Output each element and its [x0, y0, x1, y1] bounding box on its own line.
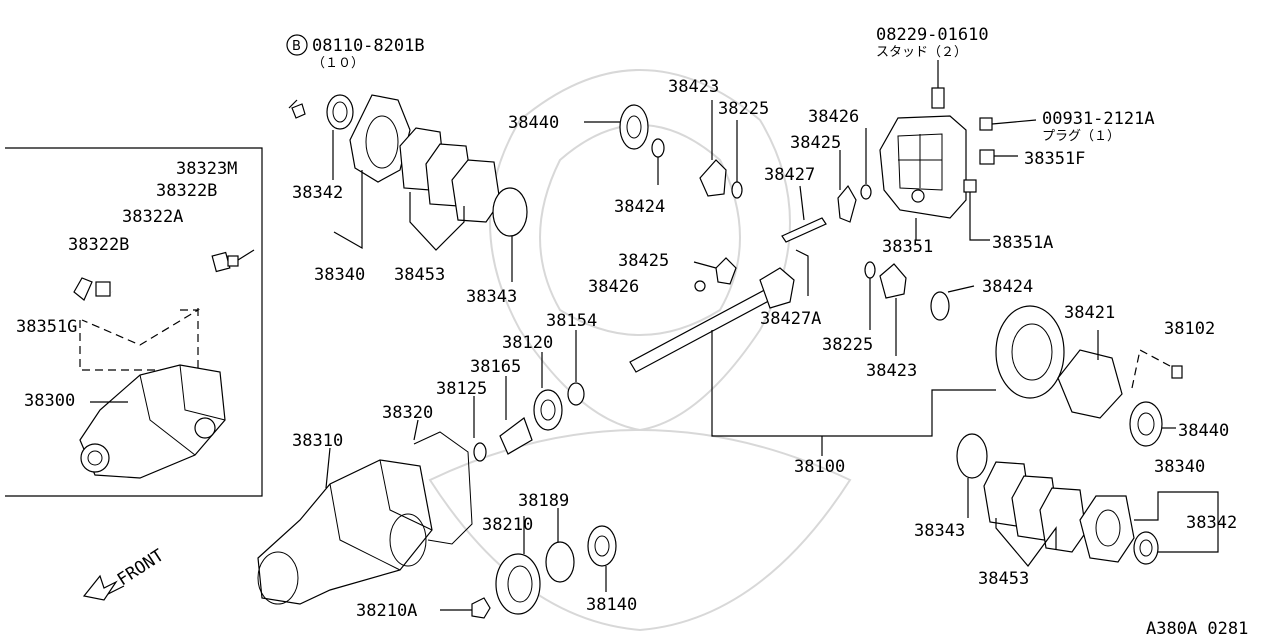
washer-38424-mid	[930, 285, 975, 321]
part-label: 38453	[978, 569, 1029, 589]
part-label: 38453	[394, 265, 445, 285]
collapsible-spacer	[473, 330, 585, 462]
part-label: 38427	[764, 165, 815, 185]
bolt-symbol-circle	[286, 34, 308, 56]
pinion-38425-top	[837, 150, 857, 223]
part-label: 38351A	[992, 233, 1053, 253]
washer-38225-mid	[864, 261, 876, 330]
part-label: 38210A	[356, 601, 417, 621]
plug-00931	[979, 117, 1037, 131]
part-label: 38120	[502, 333, 553, 353]
part-label: 38310	[292, 431, 343, 451]
part-label: 38322B	[156, 181, 217, 201]
part-label: 38100	[794, 457, 845, 477]
part-label: 38102	[1164, 319, 1215, 339]
part-label: 38189	[518, 491, 569, 511]
part-label: 38322A	[122, 207, 183, 227]
part-label: 38427A	[760, 309, 821, 329]
bearing-38342-low	[1133, 531, 1159, 565]
part-label: 38140	[586, 595, 637, 615]
bearing-38440-top	[584, 104, 649, 150]
cover-38351	[879, 60, 967, 240]
part-label: 38421	[1064, 303, 1115, 323]
diff-case	[1057, 330, 1183, 419]
oring-38343-low	[956, 433, 988, 518]
part-label: 38323M	[176, 159, 237, 179]
washer-38225-top	[731, 120, 743, 199]
ring-gear-38421	[995, 305, 1065, 399]
part-label: 38342	[292, 183, 343, 203]
part-label: 38351G	[16, 317, 77, 337]
drive-pinion-38100	[629, 267, 996, 456]
part-label: 38154	[546, 311, 597, 331]
front-label: FRONT	[114, 546, 168, 591]
pinion-shaft-38427	[781, 185, 827, 243]
diff-carrier-38310	[257, 447, 433, 605]
part-label: 38424	[614, 197, 665, 217]
bearing-38210	[495, 516, 541, 615]
bolt-part-label: 08110-8201B	[312, 36, 425, 56]
washer-38424-top	[651, 138, 665, 185]
washer-38426-top	[860, 128, 872, 200]
oring-38343-top	[492, 187, 528, 282]
gear-38423-top	[699, 100, 727, 197]
gear-38423-mid	[879, 263, 907, 356]
inset-box	[5, 147, 263, 497]
pin-38427A	[795, 249, 809, 296]
part-label: 38440	[1178, 421, 1229, 441]
washer-38426-mid	[694, 280, 706, 292]
diagram-code: A380A 0281	[1146, 619, 1248, 638]
stud-note-label: スタッド（２）	[876, 45, 967, 60]
part-label: 38322B	[68, 235, 129, 255]
part-label: 38351F	[1024, 149, 1085, 169]
plug-part-label: 00931-2121A	[1042, 109, 1155, 129]
part-label: 38165	[470, 357, 521, 377]
part-label: 38342	[1186, 513, 1237, 533]
part-label: 38426	[588, 277, 639, 297]
watermark-emblem	[428, 69, 852, 632]
front-arrow	[82, 574, 125, 601]
bearing-38342-top	[326, 94, 354, 180]
nut-38210A	[440, 597, 491, 619]
bolt-08110	[288, 99, 306, 119]
part-label: 38320	[382, 403, 433, 423]
part-label: 38225	[822, 335, 873, 355]
part-label: 38351	[882, 237, 933, 257]
plug-38351A	[963, 179, 990, 241]
pinion-38425-mid	[693, 257, 737, 285]
part-label: 38425	[618, 251, 669, 271]
bearing-38440-mid	[1129, 401, 1176, 447]
gasket-38320	[413, 419, 473, 545]
part-label: 38300	[24, 391, 75, 411]
part-label: 38440	[508, 113, 559, 133]
part-label: 38340	[314, 265, 365, 285]
part-label: 38340	[1154, 457, 1205, 477]
plug-38351F	[979, 149, 1018, 165]
part-label: 38426	[808, 107, 859, 127]
part-label: 38343	[466, 287, 517, 307]
part-label: 38425	[790, 133, 841, 153]
part-label: 38125	[436, 379, 487, 399]
part-label: 38423	[866, 361, 917, 381]
bolt-qty-label: （１０）	[312, 56, 364, 71]
stud-part-label: 08229-01610	[876, 25, 989, 45]
shims-38453-top	[399, 127, 501, 251]
part-label: 38225	[718, 99, 769, 119]
part-label: 38424	[982, 277, 1033, 297]
part-label: 38343	[914, 521, 965, 541]
retainer-38340-low	[1079, 491, 1219, 563]
bearing-38140	[587, 525, 617, 592]
part-label: 38210	[482, 515, 533, 535]
bolt-symbol: B	[292, 39, 301, 54]
spacer-38189	[545, 508, 575, 583]
plug-note-label: プラグ（１）	[1042, 129, 1120, 144]
shims-38453-low	[983, 461, 1087, 567]
part-label: 38423	[668, 77, 719, 97]
